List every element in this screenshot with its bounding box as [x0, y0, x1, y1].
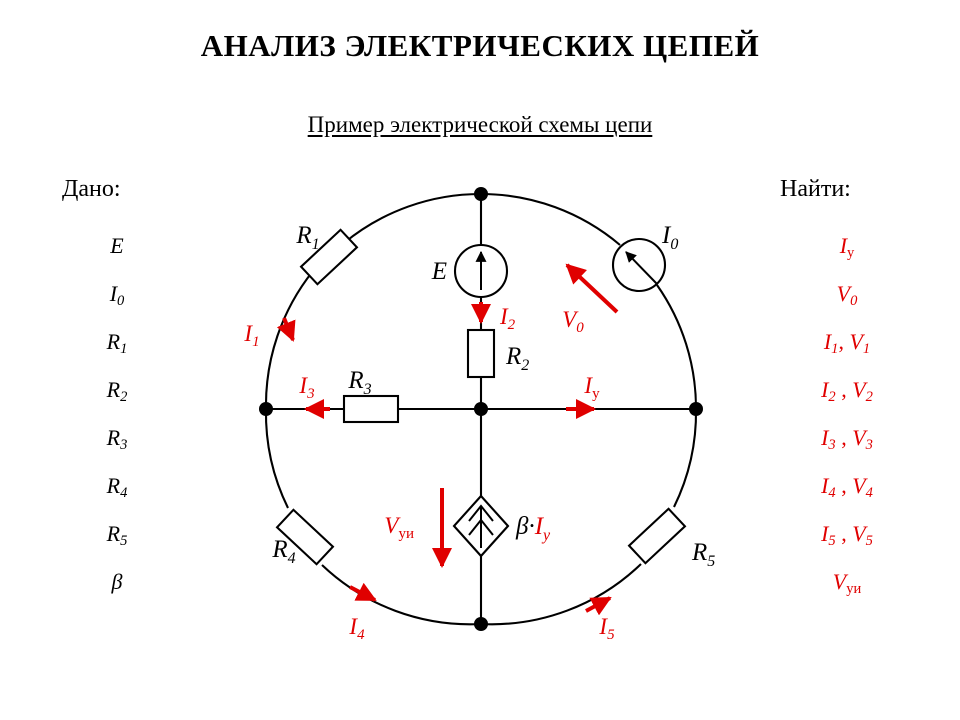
- page-subtitle-text: Пример электрической схемы цепи: [307, 112, 653, 137]
- resistor-r3-label: R3: [347, 367, 371, 398]
- given-item-r3: R3: [106, 425, 128, 454]
- find-item-i2-v2: I2 , V2: [821, 377, 873, 406]
- i0-label: I0: [661, 222, 678, 253]
- resistor-r1-label: R1: [295, 222, 319, 253]
- given-item-r1: R1: [106, 329, 128, 358]
- resistor-r4: [275, 508, 335, 566]
- given-item-r5: R5: [106, 521, 128, 550]
- find-item-iy: Iу: [839, 233, 855, 262]
- current-i5-label: I5: [598, 614, 615, 643]
- find-list: Iу V0 I1, V1 I2 , V2 I3 , V3 I4 , V4 I5 …: [772, 222, 922, 606]
- emf-label: E: [431, 258, 447, 285]
- current-i4-label: I4: [348, 614, 365, 643]
- junction-dots: [259, 187, 703, 631]
- find-item-i4-v4: I4 , V4: [821, 473, 873, 502]
- node-top: [474, 187, 488, 201]
- voltage-arrow-v0: [565, 263, 619, 314]
- node-left: [259, 402, 273, 416]
- current-iy-label: Iу: [583, 373, 600, 402]
- find-item-i1-v1: I1, V1: [823, 329, 871, 358]
- dependent-current-source: [452, 494, 510, 558]
- arc-lower-right: [480, 408, 698, 626]
- current-i1-label: I1: [243, 321, 259, 350]
- given-item-beta: β: [111, 569, 123, 594]
- current-arrow-i4: [349, 582, 377, 602]
- given-list: E I0 R1 R2 R3 R4 R5 β: [42, 222, 192, 606]
- resistor-r1: [299, 228, 359, 286]
- find-item-v0: V0: [836, 281, 858, 310]
- voltage-v0-label: V0: [562, 307, 584, 336]
- find-item-vui: Vуи: [832, 569, 862, 598]
- given-heading: Дано:: [62, 176, 121, 202]
- resistor-r2-label: R2: [505, 343, 529, 374]
- current-i3-label: I3: [298, 373, 314, 402]
- arc-lower-left: [264, 408, 482, 626]
- resistor-r5-label: R5: [691, 539, 715, 570]
- find-heading: Найти:: [780, 176, 851, 202]
- current-i2-label: I2: [499, 304, 516, 333]
- node-center: [474, 402, 488, 416]
- current-source-i0: [611, 237, 667, 293]
- given-item-i0: I0: [109, 281, 125, 310]
- page-title: АНАЛИЗ ЭЛЕКТРИЧЕСКИХ ЦЕПЕЙ: [200, 28, 760, 63]
- current-arrow-i1: [276, 317, 296, 342]
- resistor-r2: [466, 328, 496, 379]
- given-item-e: E: [110, 233, 124, 258]
- node-right: [689, 402, 703, 416]
- given-item-r2: R2: [106, 377, 128, 406]
- page-subtitle: Пример электрической схемы цепи: [0, 112, 960, 138]
- find-item-i5-v5: I5 , V5: [821, 521, 873, 550]
- current-arrow-i5: [585, 596, 612, 616]
- find-item-i3-v3: I3 , V3: [821, 425, 873, 454]
- resistor-r5: [627, 507, 687, 565]
- arc-upper-right: [480, 192, 698, 410]
- resistor-r3: [342, 394, 400, 424]
- voltage-vui-label: Vуи: [384, 513, 414, 542]
- node-bottom: [474, 617, 488, 631]
- beta-iy-label: β·Iу: [515, 513, 551, 544]
- voltage-source-e: [453, 243, 509, 299]
- given-item-r4: R4: [106, 473, 128, 502]
